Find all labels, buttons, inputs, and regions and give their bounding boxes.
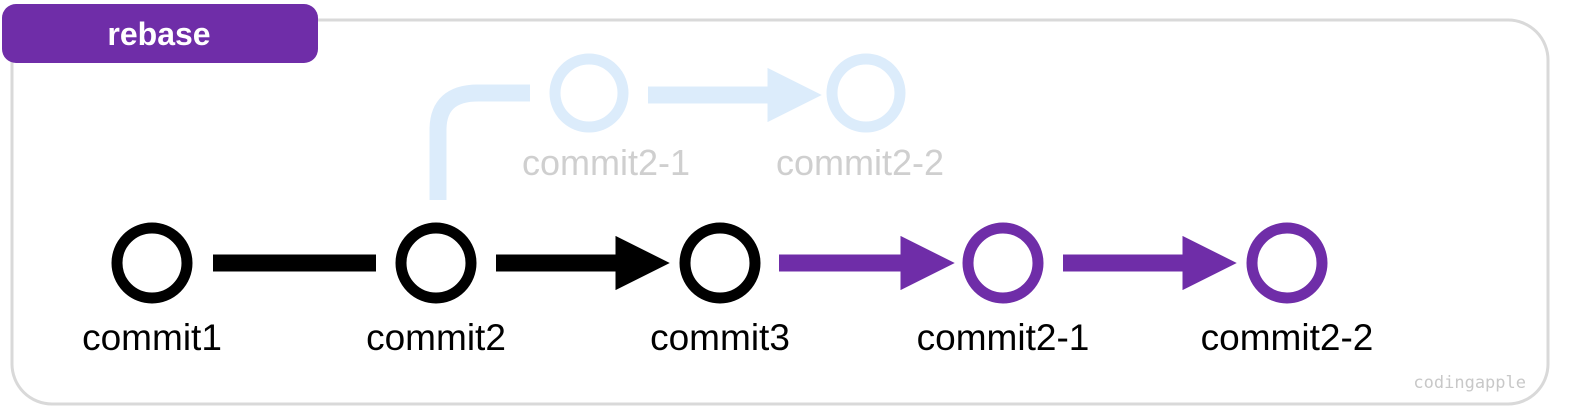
commit-node-commit3 bbox=[679, 222, 761, 304]
commit-label: commit3 bbox=[650, 317, 790, 358]
watermark: codingapple bbox=[1413, 373, 1526, 393]
commit-label: commit1 bbox=[82, 317, 222, 358]
ghost-branch-connector bbox=[429, 84, 530, 200]
commit-label: commit2-2 bbox=[1201, 317, 1374, 358]
ghost-commit-node bbox=[549, 53, 629, 133]
commit-node-commit2-2 bbox=[1246, 222, 1328, 304]
commit-label: commit2-1 bbox=[917, 317, 1090, 358]
commit-node-commit2-1 bbox=[962, 222, 1044, 304]
ghost-commit-label: commit2-2 bbox=[776, 142, 944, 183]
ghost-commit-node bbox=[826, 53, 906, 133]
commit-node-commit1 bbox=[111, 222, 193, 304]
ghost-commit-label: commit2-1 bbox=[522, 142, 690, 183]
commit-label: commit2 bbox=[366, 317, 506, 358]
commit-node-commit2 bbox=[395, 222, 477, 304]
diagram-frame bbox=[10, 18, 1550, 406]
title-tab bbox=[2, 4, 318, 63]
diagram-title: rebase bbox=[107, 16, 210, 52]
